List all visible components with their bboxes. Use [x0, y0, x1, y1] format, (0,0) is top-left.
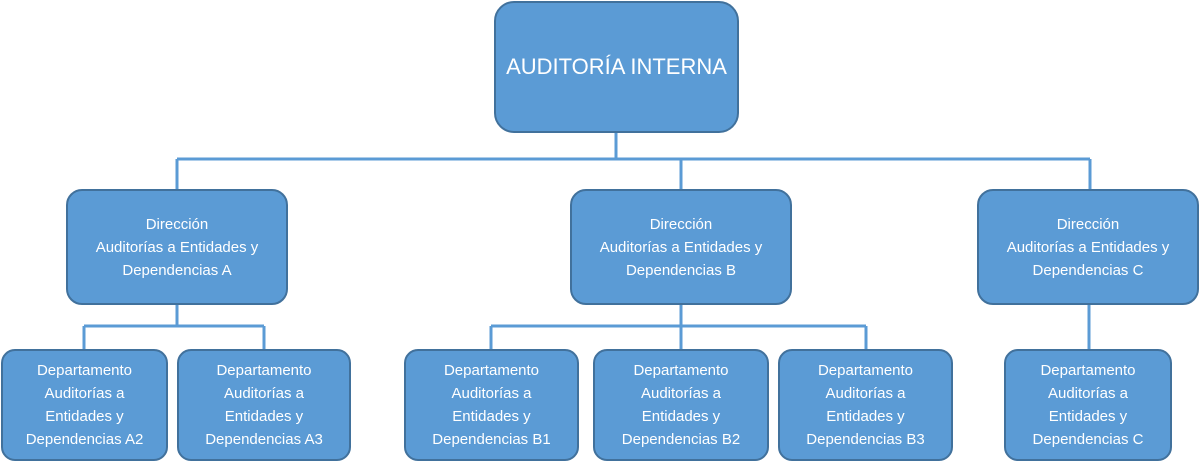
node-departamento-b3: Departamento Auditorías a Entidades y De… [778, 349, 953, 461]
node-departamento-a3: Departamento Auditorías a Entidades y De… [177, 349, 351, 461]
node-label: Dirección Auditorías a Entidades y Depen… [1006, 215, 1170, 279]
node-departamento-b1: Departamento Auditorías a Entidades y De… [404, 349, 579, 461]
node-direccion-a: Dirección Auditorías a Entidades y Depen… [66, 189, 288, 305]
node-label: Dirección Auditorías a Entidades y Depen… [95, 215, 259, 279]
node-direccion-b: Dirección Auditorías a Entidades y Depen… [570, 189, 792, 305]
node-departamento-a2: Departamento Auditorías a Entidades y De… [1, 349, 168, 461]
node-label: Departamento Auditorías a Entidades y De… [25, 362, 144, 448]
node-direccion-c: Dirección Auditorías a Entidades y Depen… [977, 189, 1199, 305]
node-auditoria-interna: AUDITORÍA INTERNA [494, 1, 739, 133]
node-label: Dirección Auditorías a Entidades y Depen… [599, 215, 763, 279]
node-label: AUDITORÍA INTERNA [506, 54, 727, 79]
node-label: Departamento Auditorías a Entidades y De… [621, 362, 741, 448]
node-label: Departamento Auditorías a Entidades y De… [1032, 362, 1144, 448]
node-departamento-b2: Departamento Auditorías a Entidades y De… [593, 349, 769, 461]
node-departamento-c: Departamento Auditorías a Entidades y De… [1004, 349, 1172, 461]
node-label: Departamento Auditorías a Entidades y De… [432, 362, 551, 448]
node-label: Departamento Auditorías a Entidades y De… [806, 362, 925, 448]
node-label: Departamento Auditorías a Entidades y De… [205, 362, 323, 448]
